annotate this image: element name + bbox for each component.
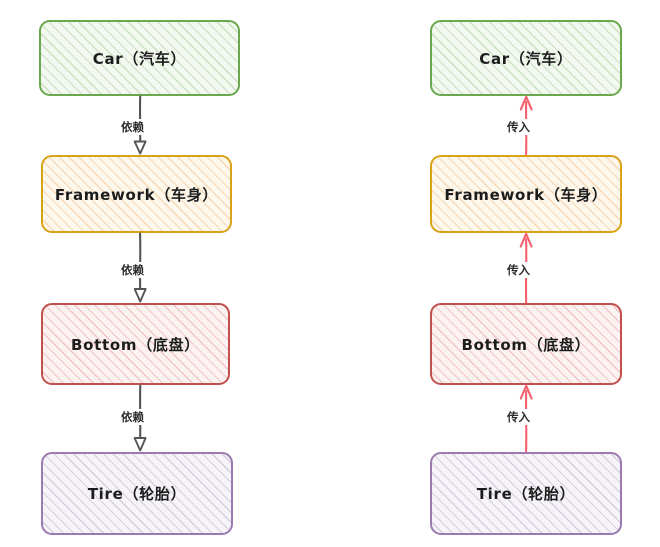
node-label: Bottom（底盘） (70, 335, 200, 354)
node-tire-right[interactable]: Tire（轮胎） (430, 452, 622, 535)
node-label: Tire（轮胎） (87, 485, 187, 503)
node-label: Car（汽车） (92, 49, 187, 68)
node-car-right[interactable]: Car（汽车） (430, 20, 622, 96)
edge-label-dependency-1: 依赖 (119, 119, 146, 135)
node-framework-left[interactable]: Framework（车身） (41, 155, 232, 233)
dependency-direction-diagram: Car（汽车） 依赖 Framework（车身） 依赖 Bottom（底盘） (39, 20, 240, 535)
node-bottom-left[interactable]: Bottom（底盘） (41, 303, 230, 385)
node-label: Framework（车身） (54, 185, 219, 204)
edge-label-injection-2: 传入 (505, 262, 532, 278)
node-car-left[interactable]: Car（汽车） (39, 20, 240, 96)
edge-label-injection-3: 传入 (505, 409, 532, 425)
edge-label-dependency-3: 依赖 (119, 409, 146, 425)
node-bottom-right[interactable]: Bottom（底盘） (430, 303, 622, 385)
node-label: Bottom（底盘） (461, 335, 591, 354)
node-label: Car（汽车） (479, 49, 573, 68)
node-label: Tire（轮胎） (476, 485, 576, 503)
edge-label-dependency-2: 依赖 (119, 262, 146, 278)
node-label: Framework（车身） (444, 185, 608, 204)
node-tire-left[interactable]: Tire（轮胎） (41, 452, 233, 535)
edge-label-injection-1: 传入 (505, 119, 532, 135)
node-framework-right[interactable]: Framework（车身） (430, 155, 622, 233)
injection-direction-diagram: Car（汽车） 传入 Framework（车身） 传入 Bottom（底盘） (330, 0, 660, 547)
